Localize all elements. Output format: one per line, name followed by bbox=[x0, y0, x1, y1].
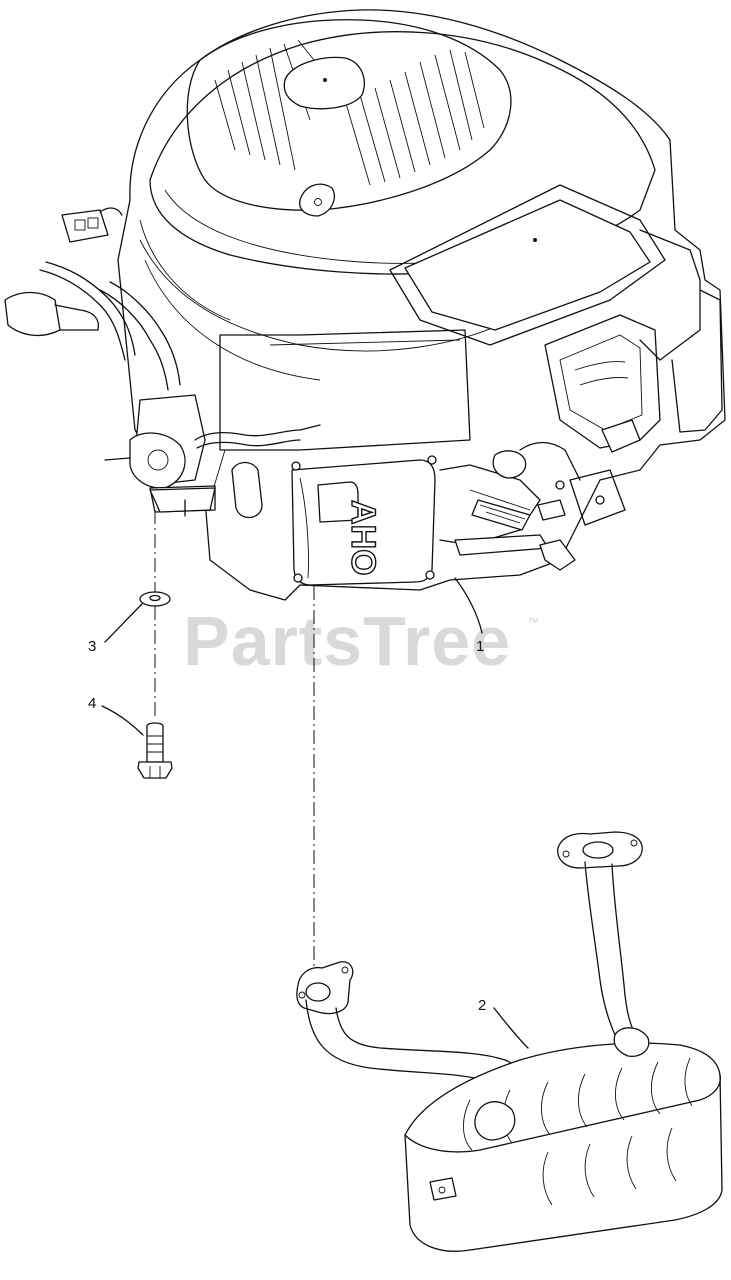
callout-1: 1 bbox=[454, 577, 484, 655]
callout-number-1: 1 bbox=[476, 638, 484, 655]
muffler bbox=[296, 831, 723, 1252]
parts-tree-watermark: PartsTree ™ bbox=[183, 602, 539, 680]
engine-label: AHO bbox=[344, 500, 382, 576]
callout-2: 2 bbox=[478, 997, 529, 1049]
watermark-trademark: ™ bbox=[528, 617, 539, 629]
washer bbox=[139, 591, 171, 607]
callout-3: 3 bbox=[88, 603, 143, 655]
callout-number-3: 3 bbox=[88, 638, 96, 655]
callout-number-4: 4 bbox=[88, 695, 96, 712]
callout-number-2: 2 bbox=[478, 997, 486, 1014]
callout-4: 4 bbox=[88, 695, 144, 736]
engine: AHO bbox=[4, 9, 726, 601]
watermark-text: PartsTree bbox=[183, 602, 511, 680]
bolt bbox=[137, 722, 173, 779]
muffler-ribs bbox=[463, 1057, 693, 1206]
